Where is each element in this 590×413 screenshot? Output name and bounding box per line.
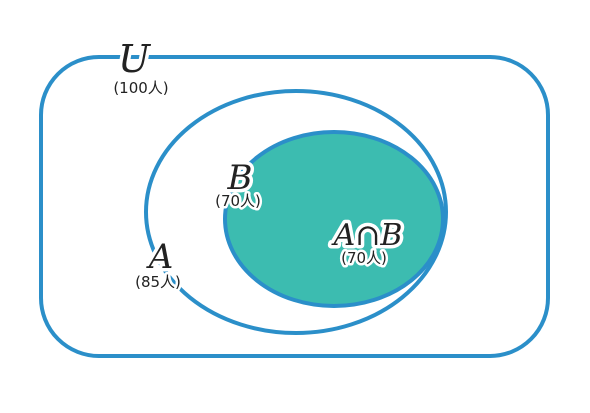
intersection-count: (70人) — [341, 249, 387, 267]
set-b-region — [223, 130, 445, 308]
set-b-symbol: B — [227, 158, 253, 198]
set-a-symbol: A — [146, 237, 174, 277]
set-a-boundary — [144, 89, 448, 335]
universe-set-boundary — [39, 55, 550, 358]
intersection-symbol: A∩B — [331, 218, 403, 253]
set-b-count: (70人) — [215, 192, 261, 210]
set-a-count: (85人) — [135, 273, 181, 291]
universe-symbol: U — [118, 37, 152, 81]
universe-count: (100人) — [113, 79, 168, 97]
